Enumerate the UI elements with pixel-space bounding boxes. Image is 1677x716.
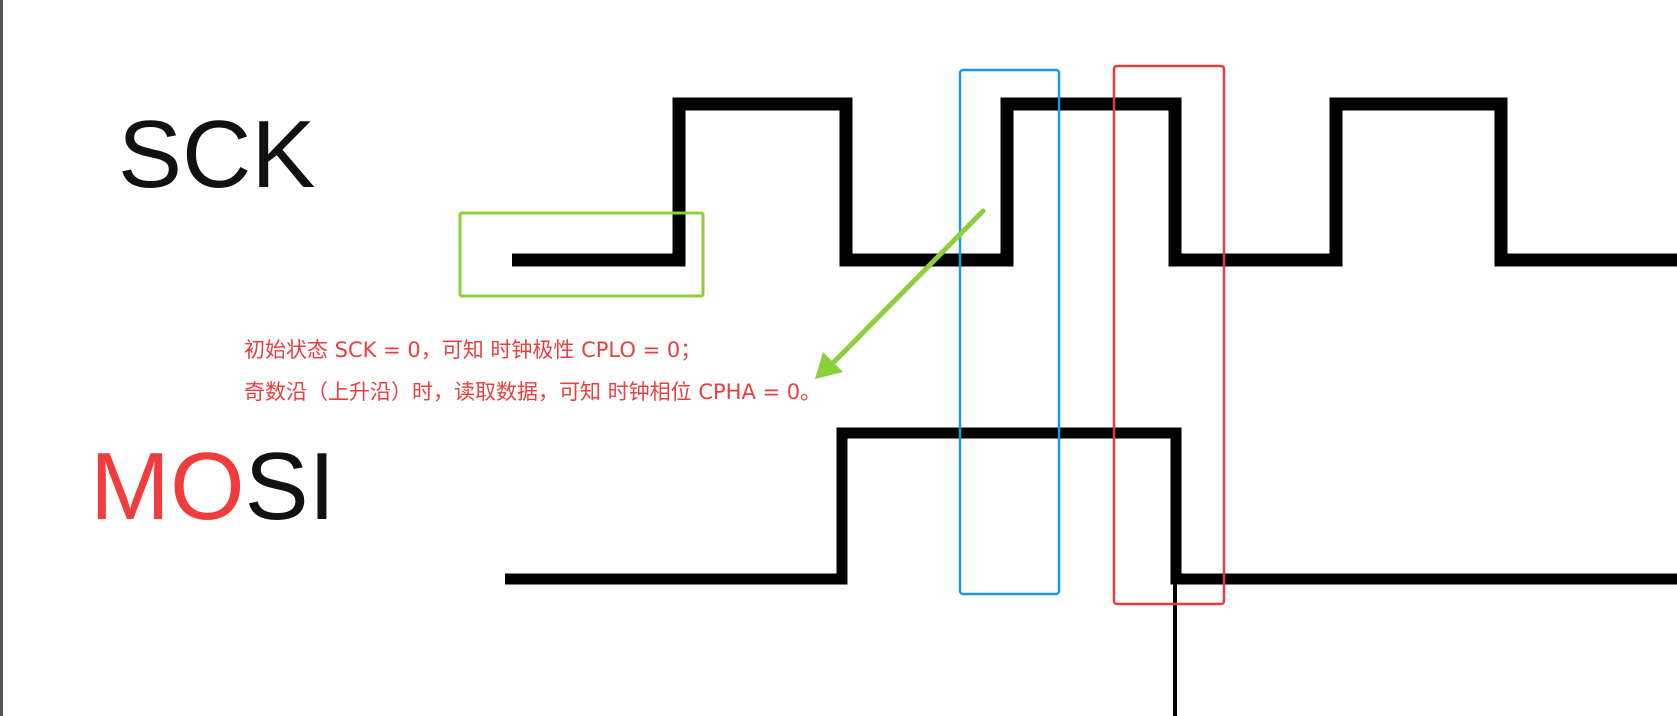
sck-signal-label: SCK [118,101,316,208]
rising-edge-box [958,68,1061,596]
falling-edge-box [1112,64,1226,606]
mosi-label-rest: SI [244,433,336,540]
annotation-arrow-shaft [830,208,986,366]
mosi-label-highlight: MO [90,433,245,540]
mosi-signal-label: MOSI [90,439,335,535]
initial-state-box [458,211,705,298]
annotation-clock-phase: 奇数沿（上升沿）时，读取数据，可知 时钟相位 CPHA = 0。 [244,380,822,404]
annotation-arrow-head [815,352,843,379]
annotation-clock-polarity: 初始状态 SCK = 0，可知 时钟极性 CPLO = 0； [244,338,702,362]
sck-waveform [512,97,1677,267]
mosi-waveform [505,427,1677,585]
